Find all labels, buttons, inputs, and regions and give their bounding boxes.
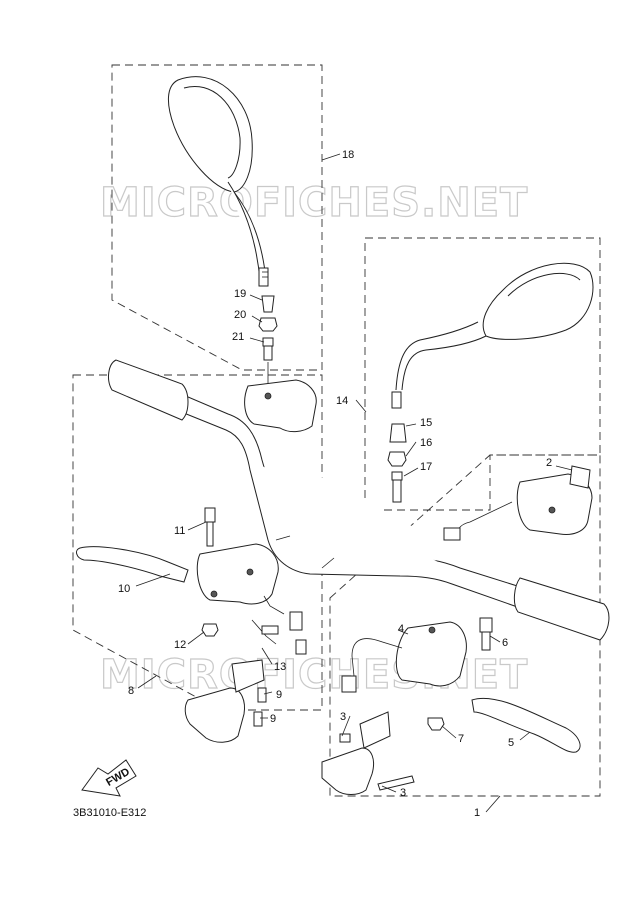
callout-14: 14 xyxy=(336,395,348,407)
watermark-top: MICROFICHES.NET xyxy=(100,180,528,226)
handlebar xyxy=(108,359,610,641)
callout-19: 19 xyxy=(234,288,246,300)
leader-lines xyxy=(135,153,573,813)
left-lower-switch xyxy=(184,659,267,743)
callout-15: 15 xyxy=(420,417,432,429)
right-switch-housing xyxy=(443,465,593,541)
callout-16: 16 xyxy=(420,437,432,449)
callout-2: 2 xyxy=(546,457,552,469)
callout-8: 8 xyxy=(128,685,134,697)
callout-4: 4 xyxy=(398,623,404,635)
callout-3a: 3 xyxy=(340,711,346,723)
callout-13: 13 xyxy=(274,661,286,673)
callout-1: 1 xyxy=(474,807,480,819)
left-mirror xyxy=(168,76,269,287)
left-mirror-clamp xyxy=(244,379,317,433)
right-mirror xyxy=(391,262,594,409)
callout-5: 5 xyxy=(508,737,514,749)
callout-20: 20 xyxy=(234,309,246,321)
callout-21: 21 xyxy=(232,331,244,343)
callout-18: 18 xyxy=(342,149,354,161)
callout-labels: 18 19 20 21 14 15 16 17 2 11 10 12 13 9 … xyxy=(118,149,552,819)
callout-12: 12 xyxy=(174,639,186,651)
left-lever-assembly xyxy=(76,507,307,655)
diagram-code: 3B31010-E312 xyxy=(73,807,146,819)
callout-3b: 3 xyxy=(400,787,406,799)
callout-10: 10 xyxy=(118,583,130,595)
callout-6: 6 xyxy=(502,637,508,649)
callout-9a: 9 xyxy=(276,689,282,701)
right-lever-assembly xyxy=(321,617,581,795)
forward-arrow-icon: FWD xyxy=(81,759,137,797)
callout-7: 7 xyxy=(458,733,464,745)
callout-17: 17 xyxy=(420,461,432,473)
callout-9b: 9 xyxy=(270,713,276,725)
group-box-left-mirror xyxy=(111,64,323,371)
callout-11: 11 xyxy=(174,525,185,537)
right-mirror-hardware xyxy=(387,423,407,503)
